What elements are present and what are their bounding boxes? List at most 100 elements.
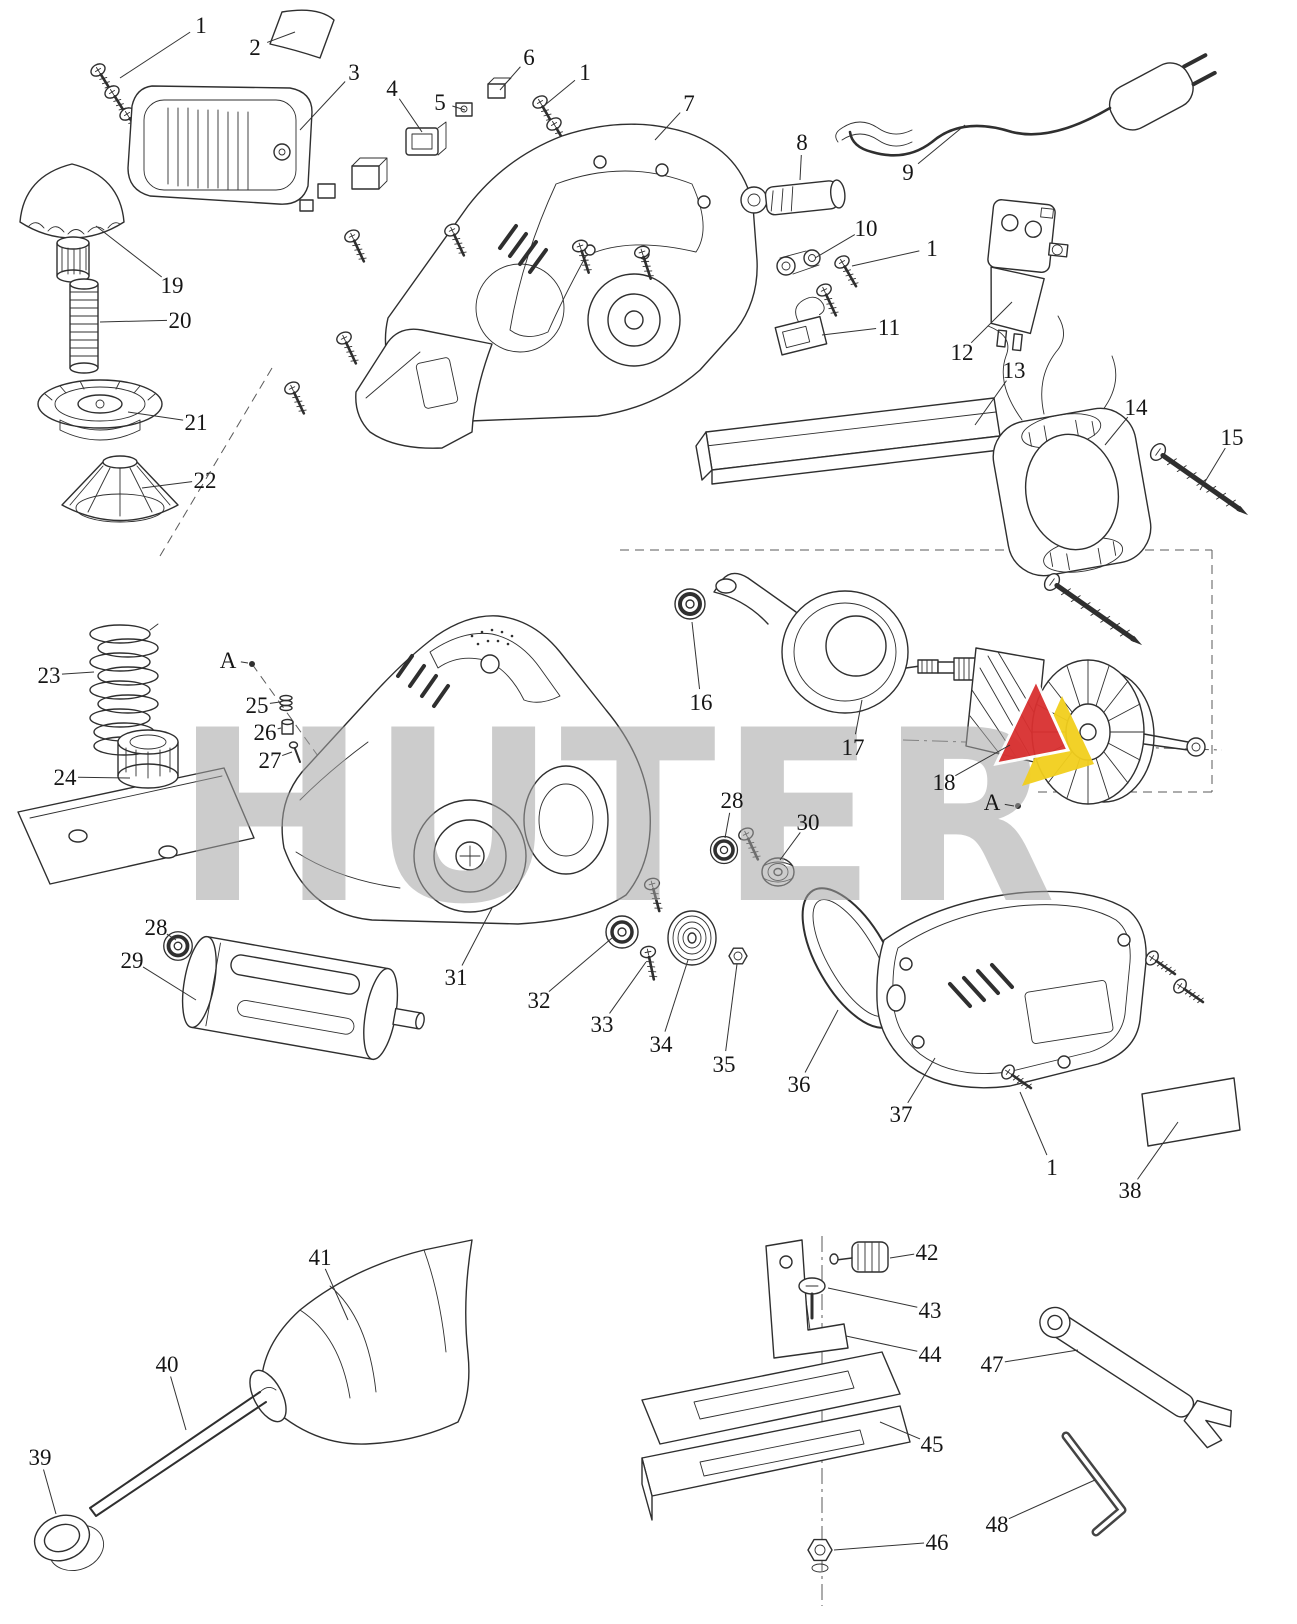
bearing-drum-group (161, 929, 425, 1061)
part-label-13: 13 (1003, 358, 1026, 383)
leader-line-25 (269, 701, 281, 704)
bearing-pulley-group (708, 824, 795, 887)
rib-disc (37, 379, 163, 441)
part-label-22: 22 (194, 468, 217, 493)
part-label-23: 23 (38, 663, 61, 688)
fan-guard (713, 572, 909, 714)
housing-cover (127, 85, 313, 205)
part-label-15: 15 (1221, 425, 1244, 450)
leader-line-28 (166, 933, 177, 941)
leader-line-33 (609, 961, 647, 1014)
leader-line-23 (61, 671, 95, 675)
part-label-A: A (984, 790, 1001, 815)
leader-line-12 (970, 301, 1013, 344)
part-label-40: 40 (156, 1352, 179, 1377)
part-label-21: 21 (185, 410, 208, 435)
part-label-38: 38 (1119, 1178, 1142, 1203)
part-label-2: 2 (249, 35, 261, 60)
part-label-5: 5 (434, 90, 446, 115)
leader-line-41 (324, 1268, 349, 1321)
cord-clamp (776, 249, 864, 320)
leader-line-47 (1004, 1349, 1079, 1363)
leader-line-44 (845, 1335, 918, 1352)
leader-line-39 (43, 1469, 57, 1515)
part-label-29: 29 (121, 948, 144, 973)
baffle-plate (695, 397, 1001, 485)
part-label-9: 9 (902, 160, 914, 185)
stator (987, 315, 1152, 577)
leader-line-35 (725, 963, 738, 1052)
part-label-20: 20 (169, 308, 192, 333)
part-label-1: 1 (1046, 1155, 1058, 1180)
leader-line-16 (691, 621, 701, 690)
bearing-front (673, 587, 707, 621)
part-label-19: 19 (161, 273, 184, 298)
part-label-28: 28 (721, 788, 744, 813)
part-label-39: 39 (29, 1445, 52, 1470)
part-label-1: 1 (579, 60, 591, 85)
threaded-rod (69, 278, 99, 374)
section-marker-dots (249, 661, 1021, 809)
small-fittings (279, 694, 301, 763)
leader-line-22 (141, 481, 193, 489)
leader-line-10 (814, 234, 856, 259)
part-label-35: 35 (713, 1052, 736, 1077)
part-label-46: 46 (926, 1530, 949, 1555)
part-label-34: 34 (650, 1032, 674, 1057)
part-label-12: 12 (951, 340, 974, 365)
leader-line-13 (974, 380, 1007, 426)
leader-line-4 (398, 98, 423, 133)
leader-line-7 (654, 112, 681, 141)
leader-line-26 (277, 727, 282, 730)
part-label-4: 4 (386, 76, 398, 101)
leader-line-30 (779, 832, 801, 861)
part-label-44: 44 (919, 1342, 943, 1367)
part-label-25: 25 (246, 693, 269, 718)
leader-line-8 (799, 154, 802, 181)
leader-line-14 (1104, 416, 1129, 446)
leader-line-38 (1137, 1121, 1179, 1180)
carbon-brush (774, 296, 828, 356)
part-label-1: 1 (195, 13, 207, 38)
leader-line-11 (821, 328, 877, 336)
brush-holder-blocks (299, 77, 576, 212)
motor-housing (281, 123, 758, 449)
cover-plate (269, 9, 335, 59)
pulley-washer-group (605, 875, 748, 983)
leader-line-20 (99, 319, 168, 323)
flag-red-icon (993, 676, 1071, 767)
part-label-3: 3 (348, 60, 360, 85)
leader-line-A (1004, 803, 1015, 807)
leader-line-42 (889, 1253, 915, 1259)
leader-line-31 (461, 907, 493, 966)
part-label-10: 10 (855, 216, 878, 241)
leader-line-40 (170, 1376, 187, 1431)
leader-line-6 (499, 66, 521, 91)
part-label-30: 30 (797, 810, 820, 835)
switch (987, 199, 1069, 352)
leader-line-37 (907, 1057, 936, 1104)
leader-line-17 (854, 699, 863, 735)
leader-line-1 (851, 250, 920, 267)
leader-line-48 (1008, 1479, 1096, 1520)
leader-line-1 (119, 31, 191, 79)
leader-line-9 (917, 124, 966, 165)
part-label-48: 48 (986, 1512, 1009, 1537)
part-label-45: 45 (921, 1432, 944, 1457)
parallel-guide-group (641, 1239, 911, 1573)
dust-chute-group (33, 1239, 473, 1571)
leader-line-1 (1019, 1091, 1048, 1156)
part-label-26: 26 (254, 720, 277, 745)
part-label-18: 18 (933, 770, 956, 795)
part-label-7: 7 (683, 91, 695, 116)
leader-line-36 (804, 1009, 839, 1073)
leader-line-24 (77, 776, 131, 779)
part-labels: 123456178910111121314151920212223A252627… (29, 13, 1244, 1555)
adjust-knob (19, 163, 125, 283)
leader-line-5 (452, 105, 466, 111)
leader-line-15 (1199, 447, 1226, 491)
part-label-33: 33 (591, 1012, 614, 1037)
cone-wheel (61, 455, 179, 523)
